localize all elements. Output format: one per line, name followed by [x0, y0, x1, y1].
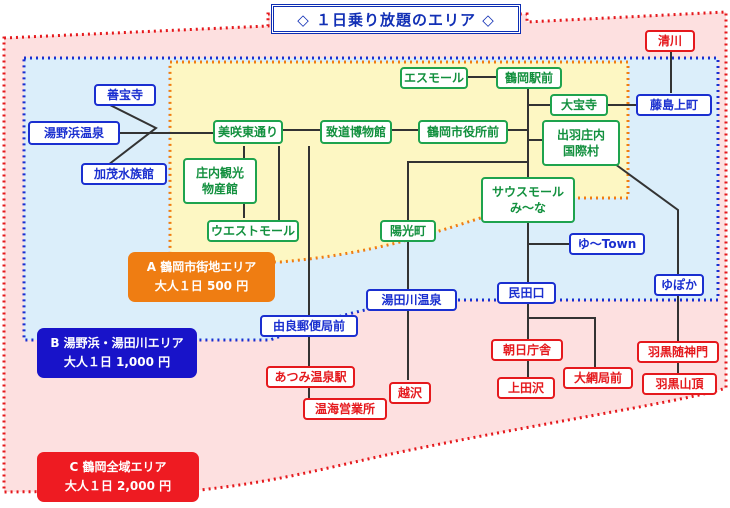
area-b-price: 大人１日 1,000 円: [63, 355, 171, 369]
map-title: ◇ １日乗り放題のエリア ◇: [271, 4, 521, 34]
stop-south-mall: サウスモール み～な: [481, 177, 575, 223]
stop-yutagawa: 湯田川温泉: [366, 289, 457, 311]
stop-fujishima: 藤島上町: [636, 94, 712, 116]
stop-zenpoji: 善宝寺: [94, 84, 156, 106]
stop-south-mall-line2: み～な: [509, 201, 546, 215]
stop-yura: 由良郵便局前: [260, 315, 358, 337]
area-b-legend: B 湯野浜・湯田川エリア 大人１日 1,000 円: [37, 328, 197, 378]
stop-kamo: 加茂水族館: [81, 163, 167, 185]
stop-yokomachi: 陽光町: [380, 220, 436, 242]
stop-dewa-shonai: 出羽庄内 国際村: [542, 120, 620, 166]
area-b-name: B 湯野浜・湯田川エリア: [50, 335, 184, 350]
stop-chido: 致道博物館: [320, 120, 392, 144]
area-c-legend: C 鶴岡全域エリア 大人１日 2,000 円: [37, 452, 199, 502]
stop-yunohama: 湯野浜温泉: [28, 121, 120, 145]
stop-mindenguchi: 民田口: [497, 282, 556, 304]
stop-shonai-kanko-line2: 物産館: [201, 182, 238, 196]
stop-s-mall: エスモール: [400, 67, 468, 89]
area-a-price: 大人１日 500 円: [154, 279, 249, 293]
stop-south-mall-line1: サウスモール: [491, 184, 564, 199]
area-a-region: [168, 60, 630, 264]
stop-shonai-kanko: 庄内観光 物産館: [183, 158, 257, 204]
stop-atsumi: あつみ温泉駅: [266, 366, 355, 388]
area-c-price: 大人１日 2,000 円: [64, 479, 172, 493]
stop-haguro-sancho: 羽黒山頂: [642, 373, 717, 395]
stop-shonai-kanko-line1: 庄内観光: [195, 165, 244, 180]
stop-kamitagawa: 上田沢: [497, 377, 555, 399]
stop-asahi: 朝日庁舎: [491, 339, 563, 361]
stop-dewa-line2: 国際村: [562, 144, 599, 158]
stop-koshizawa: 越沢: [389, 382, 431, 404]
stop-misakihigashi: 美咲東通り: [213, 120, 283, 144]
stop-dewa-line1: 出羽庄内: [556, 127, 605, 142]
stop-kiyokawa: 清川: [645, 30, 695, 52]
stop-shiyakusho: 鶴岡市役所前: [418, 120, 508, 144]
stop-onkai: 温海営業所: [303, 398, 387, 420]
stop-oami: 大網局前: [563, 367, 633, 389]
stop-west-mall: ウエストモール: [207, 220, 299, 242]
stop-haguro-zuishin: 羽黒随神門: [637, 341, 719, 363]
area-a-name: A 鶴岡市街地エリア: [146, 259, 257, 274]
stop-yupoka: ゆぽか: [654, 274, 704, 296]
stop-taihoji: 大宝寺: [550, 94, 608, 116]
stop-yutown: ゆ～Town: [569, 233, 645, 255]
stop-tsuruoka-eki: 鶴岡駅前: [496, 67, 562, 89]
area-c-name: C 鶴岡全域エリア: [69, 459, 167, 474]
area-a-legend: A 鶴岡市街地エリア 大人１日 500 円: [128, 252, 275, 302]
